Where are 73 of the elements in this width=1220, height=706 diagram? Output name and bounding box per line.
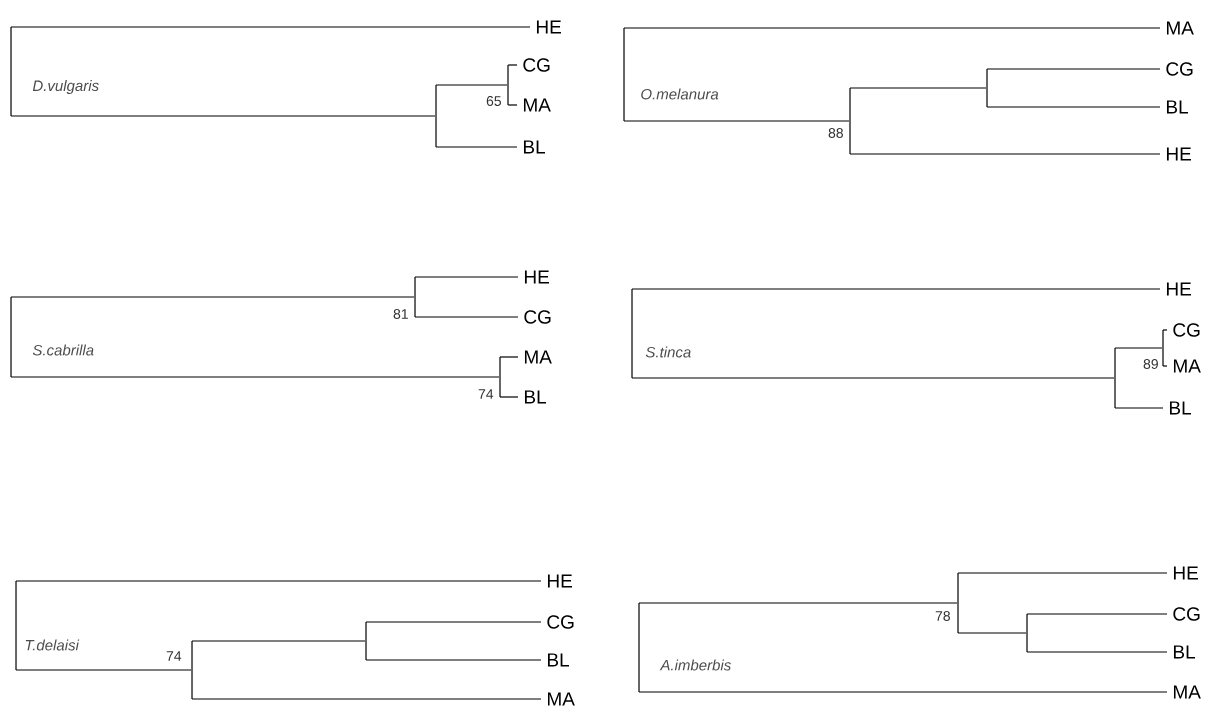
taxon-label: MA xyxy=(1173,359,1201,373)
tree-branch xyxy=(1114,347,1163,349)
tree-branch xyxy=(957,572,1168,574)
tree-branch xyxy=(10,26,531,28)
tree-branch xyxy=(15,580,542,582)
taxon-label: HE xyxy=(525,270,549,284)
tree-branch xyxy=(10,115,436,117)
support-value: 74 xyxy=(166,651,182,661)
tree-branch xyxy=(638,691,1168,693)
support-value: 89 xyxy=(1143,359,1158,369)
tree-branch xyxy=(507,104,518,106)
tree-branch xyxy=(365,659,542,661)
tree-branch xyxy=(10,376,500,378)
species-name: S.tinca xyxy=(645,346,691,358)
tree-branch xyxy=(1026,613,1168,615)
taxon-label: CG xyxy=(1173,607,1200,621)
taxon-label: BL xyxy=(525,390,547,404)
species-name: T.delaisi xyxy=(25,639,80,651)
tree-branch xyxy=(10,296,415,298)
tree-branch xyxy=(1162,365,1168,367)
species-name: S.cabrilla xyxy=(32,344,94,356)
taxon-label: HE xyxy=(537,20,561,34)
tree-branch xyxy=(499,396,519,398)
taxon-label: BL xyxy=(1173,645,1195,659)
tree-branch xyxy=(191,640,366,642)
taxon-label: CG xyxy=(523,58,550,72)
taxon-label: CG xyxy=(1173,323,1200,337)
species-name: O.melanura xyxy=(641,88,719,100)
tree-branch xyxy=(623,27,1161,29)
taxon-label: HE xyxy=(1166,147,1191,161)
tree-branch xyxy=(414,316,519,318)
taxon-label: MA xyxy=(1166,21,1194,35)
taxon-label: BL xyxy=(548,653,570,667)
taxon-label: MA xyxy=(524,98,551,112)
taxon-label: HE xyxy=(548,574,572,588)
tree-branch xyxy=(435,146,518,148)
taxon-label: MA xyxy=(1173,685,1201,699)
tree-branch xyxy=(507,64,518,66)
species-name: A.imberbis xyxy=(659,659,731,671)
tree-branch xyxy=(1026,651,1168,653)
taxon-label: CG xyxy=(1166,62,1193,76)
taxon-label: HE xyxy=(1173,566,1198,580)
tree-branch xyxy=(435,84,508,86)
taxon-label: CG xyxy=(524,310,551,324)
tree-branch xyxy=(414,276,519,278)
tree-branch xyxy=(1114,407,1164,409)
tree-branch xyxy=(849,87,987,89)
tree-branch xyxy=(957,632,1027,634)
taxon-label: CG xyxy=(547,615,574,629)
support-value: 88 xyxy=(828,128,843,138)
tree-branch xyxy=(638,602,958,604)
tree-branch xyxy=(631,288,1161,290)
support-value: 65 xyxy=(486,96,501,106)
taxon-label: MA xyxy=(548,692,575,706)
tree-branch xyxy=(365,621,542,623)
support-value: 74 xyxy=(478,389,494,399)
taxon-label: BL xyxy=(524,140,546,154)
tree-branch xyxy=(986,68,1161,70)
support-value: 81 xyxy=(393,309,408,319)
support-value: 78 xyxy=(935,611,950,621)
tree-branch xyxy=(849,153,1161,155)
taxon-label: BL xyxy=(1166,100,1188,114)
tree-branch xyxy=(499,356,519,358)
tree-branch xyxy=(1162,329,1168,331)
tree-branch xyxy=(15,669,192,671)
taxon-label: HE xyxy=(1166,282,1191,296)
tree-branch xyxy=(191,698,542,700)
tree-branch xyxy=(631,377,1115,379)
taxon-label: BL xyxy=(1169,401,1191,415)
species-name: D.vulgaris xyxy=(32,80,99,94)
taxon-label: MA xyxy=(525,350,552,364)
tree-branch xyxy=(986,106,1161,108)
tree-branch xyxy=(623,120,850,122)
